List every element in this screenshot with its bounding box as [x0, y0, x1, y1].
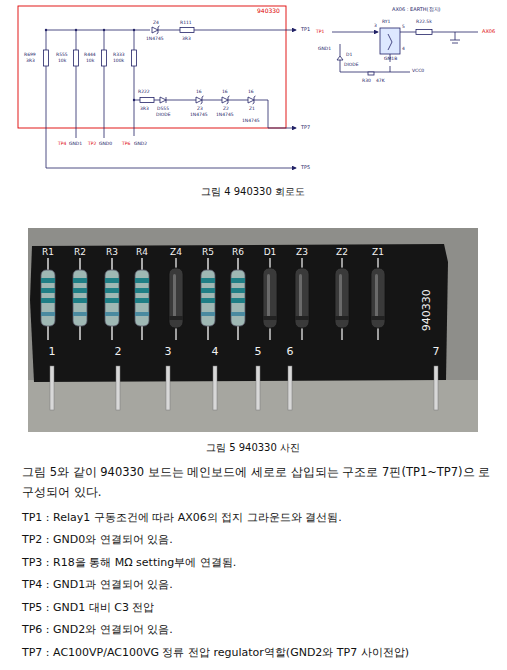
pin-description: TP5 : GND1 대비 C3 전압: [22, 602, 154, 615]
pin-description: TP4 : GND1과 연결되어 있음.: [22, 579, 173, 592]
pin-name: TP6: [122, 141, 130, 146]
figure-caption: 그림 5 940330 사진: [206, 442, 300, 454]
part-name: R699: [24, 52, 36, 57]
pin-name: TP1: [316, 29, 324, 34]
pin-number: 6: [287, 346, 294, 359]
part-name: R555: [56, 52, 68, 57]
pin-number: 5: [255, 346, 262, 359]
pin-name: TP2: [88, 141, 96, 146]
silkscreen-label: Z3: [296, 247, 308, 257]
silkscreen-label: R5: [202, 247, 214, 257]
pin-description: TP2 : GND0와 연결되어 있음.: [22, 534, 173, 547]
silkscreen-label: Z2: [336, 247, 348, 257]
pin-number: 4: [212, 346, 219, 359]
silkscreen-label: R1: [42, 247, 54, 257]
pin-description: TP6 : GND2와 연결되어 있음.: [22, 624, 173, 637]
part-name: Z3: [197, 106, 203, 111]
part-value: 1N4745: [242, 118, 260, 123]
part-name: Z4: [153, 20, 159, 25]
pin-number: 5: [402, 24, 405, 29]
paragraph: 그림 5와 같이 940330 보드는 메인보드에 세로로 삽입되는 구조로 7…: [22, 462, 492, 502]
part-name: R444: [84, 52, 96, 57]
pin-name: TP4: [58, 141, 66, 146]
board-name: 940330: [257, 8, 280, 15]
part-value: DIODE: [344, 62, 359, 67]
part-name: R222: [138, 89, 150, 94]
part-value: 3R3: [26, 58, 35, 63]
net-name: AX06 : EARTH(접지): [392, 7, 440, 13]
part-name: R333: [113, 52, 125, 57]
silkscreen-label: Z4: [170, 247, 182, 257]
pin-name: TP1: [301, 27, 310, 33]
pin-description: TP7 : AC100VP/AC100VG 정류 전압 regulator역할(…: [22, 647, 409, 660]
pin-description: TP3 : R18을 통해 MΩ setting부에 연결됨.: [22, 557, 236, 570]
net-name: GND2: [134, 141, 147, 146]
part-note: 16: [222, 89, 228, 94]
part-name: R111: [180, 20, 192, 25]
part-value: 1N4745: [190, 112, 208, 117]
part-name: D1: [346, 52, 352, 57]
part-name: GM1B: [384, 56, 397, 61]
net-name: GND0: [99, 141, 112, 146]
net-name: VCC0: [412, 68, 424, 73]
pin-number: 7: [433, 346, 440, 359]
figure-caption: 그림 4 940330 회로도: [201, 186, 305, 198]
silkscreen-label: 940330: [421, 289, 434, 331]
part-value: DIODE: [156, 112, 171, 117]
pin-number: 3: [165, 346, 172, 359]
part-note: 16: [248, 89, 254, 94]
pin-name: TP7: [301, 125, 310, 131]
silkscreen-label: D1: [264, 247, 277, 257]
pin-number: 1: [49, 346, 56, 359]
silkscreen-label: R6: [232, 247, 244, 257]
part-value: 3R3: [182, 36, 191, 41]
net-name: GND1: [318, 46, 331, 51]
pin-number: 4: [402, 46, 405, 51]
net-name: AX06: [482, 29, 495, 35]
part-value: 1N4745: [146, 36, 164, 41]
pin-name: TP5: [301, 165, 310, 171]
silkscreen-label: R3: [106, 247, 118, 257]
part-name: Z2: [223, 106, 229, 111]
part-name: RY1: [382, 19, 390, 24]
silkscreen-label: Z1: [372, 247, 384, 257]
part-value: 10k: [58, 58, 66, 63]
part-value: 100k: [113, 58, 124, 63]
part-note: 16: [196, 89, 202, 94]
part-value: 10k: [86, 58, 94, 63]
silkscreen-label: R4: [136, 247, 148, 257]
part-name: D555: [157, 106, 169, 111]
part-value: R22.5k: [416, 19, 432, 24]
part-value: 3R3: [140, 106, 149, 111]
pin-number: 3: [374, 23, 377, 28]
pin-number: 2: [115, 346, 122, 359]
part-value: 1N4745: [216, 112, 234, 117]
silkscreen-label: R2: [74, 247, 86, 257]
part-name: Z1: [249, 106, 255, 111]
part-name: R30: [362, 78, 371, 83]
pin-description: TP1 : Relay1 구동조건에 따라 AX06의 접지 그라운드와 결선됨…: [22, 512, 342, 525]
part-value: 47K: [376, 78, 385, 83]
net-name: GND1: [69, 141, 82, 146]
